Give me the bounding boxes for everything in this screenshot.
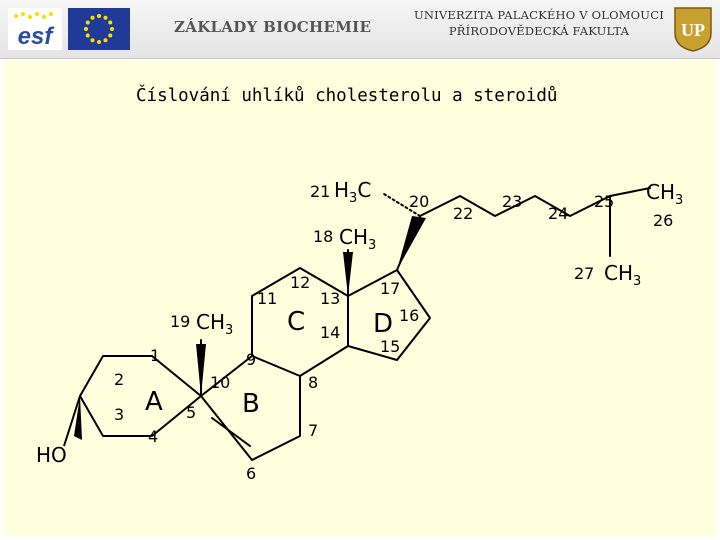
c3-hydroxyl-wedge [74, 396, 82, 440]
eu-star-icon [85, 20, 90, 25]
carbon-27: 27 [574, 264, 594, 283]
eu-star-icon [97, 40, 101, 44]
eu-star-icon [90, 38, 95, 43]
c19-wedge [196, 344, 206, 396]
eu-flag-icon [68, 8, 130, 50]
carbon-16: 16 [399, 306, 419, 325]
c20-c21-bond [383, 193, 421, 217]
course-title: ZÁKLADY BIOCHEMIE [174, 18, 372, 36]
eu-star-icon [108, 33, 113, 38]
side-chain-bonds [396, 187, 651, 271]
carbon-24: 24 [548, 204, 568, 223]
slide-title: Číslování uhlíků cholesterolu a steroidů [136, 86, 558, 106]
eu-star-icon [90, 15, 95, 20]
carbon-11: 11 [257, 289, 277, 308]
eu-star-icon [110, 27, 114, 31]
eu-star-icon [108, 20, 113, 25]
carbon-21: 21 [310, 182, 330, 201]
c3-ho-bond [63, 395, 81, 447]
c27-ch3-group: CH3 [604, 261, 641, 289]
c5-c6-double-bond [211, 417, 251, 447]
eu-star-icon [84, 27, 88, 31]
carbon-25: 25 [594, 192, 614, 211]
carbon-13: 13 [320, 289, 340, 308]
eu-star-icon [97, 14, 101, 18]
ring-d-bonds [347, 269, 431, 361]
carbon-18: 18 [313, 227, 333, 246]
skeleton-bonds [79, 187, 651, 461]
stereo-wedges [74, 216, 426, 440]
slide-content [4, 60, 716, 536]
group-labels: H3C CH3 CH3 CH3 CH3 HO [36, 178, 683, 467]
hydroxyl-group: HO [36, 443, 67, 467]
carbon-22: 22 [453, 204, 473, 223]
carbon-6: 6 [246, 464, 256, 483]
carbon-12: 12 [290, 273, 310, 292]
carbon-19: 19 [170, 312, 190, 331]
eu-star-icon [103, 15, 108, 20]
carbon-15: 15 [380, 337, 400, 356]
c21-h3c-group: H3C [334, 178, 371, 206]
carbon-26: 26 [653, 211, 673, 230]
ring-b-bonds [200, 355, 301, 461]
carbon-2: 2 [114, 370, 124, 389]
university-line-1: UNIVERZITA PALACKÉHO V OLOMOUCI [414, 8, 664, 22]
header-banner: esf ZÁKLADY BIOCHEMIE UNIVERZITA PALACKÉ… [0, 0, 720, 59]
ring-label-a: A [145, 387, 163, 417]
carbon-7: 7 [308, 421, 318, 440]
ring-labels: A B C D [145, 307, 393, 419]
esf-logo-text: esf [18, 23, 55, 50]
carbon-23: 23 [502, 192, 522, 211]
carbon-5: 5 [186, 403, 196, 422]
carbon-9: 9 [246, 350, 256, 369]
carbon-numbers: 1 2 3 4 5 6 7 8 9 10 11 12 13 14 15 16 1… [114, 182, 673, 483]
eu-star-icon [103, 38, 108, 43]
carbon-20: 20 [409, 192, 429, 211]
c18-ch3-group: CH3 [339, 225, 376, 253]
eu-star-icon [85, 33, 90, 38]
c18-wedge [343, 252, 353, 296]
upol-logo-text: UP [681, 20, 705, 40]
carbon-10: 10 [210, 373, 230, 392]
c26-ch3-group: CH3 [646, 180, 683, 208]
carbon-8: 8 [308, 373, 318, 392]
ring-label-d: D [373, 309, 393, 339]
c19-ch3-group: CH3 [196, 310, 233, 338]
c17-wedge [397, 216, 426, 270]
carbon-3: 3 [114, 405, 124, 424]
ring-a-bonds [79, 355, 202, 437]
carbon-1: 1 [150, 346, 160, 365]
carbon-14: 14 [320, 323, 340, 342]
university-line-2: PŘÍRODOVĚDECKÁ FAKULTA [448, 23, 630, 38]
ring-c-bonds [251, 267, 349, 377]
esf-logo: esf [8, 8, 62, 50]
ring-label-b: B [242, 389, 260, 419]
ring-label-c: C [287, 307, 305, 337]
upol-logo: UP [674, 7, 712, 52]
university-name: UNIVERZITA PALACKÉHO V OLOMOUCI PŘÍRODOV… [410, 8, 668, 39]
carbon-17: 17 [380, 279, 400, 298]
carbon-4: 4 [148, 427, 158, 446]
